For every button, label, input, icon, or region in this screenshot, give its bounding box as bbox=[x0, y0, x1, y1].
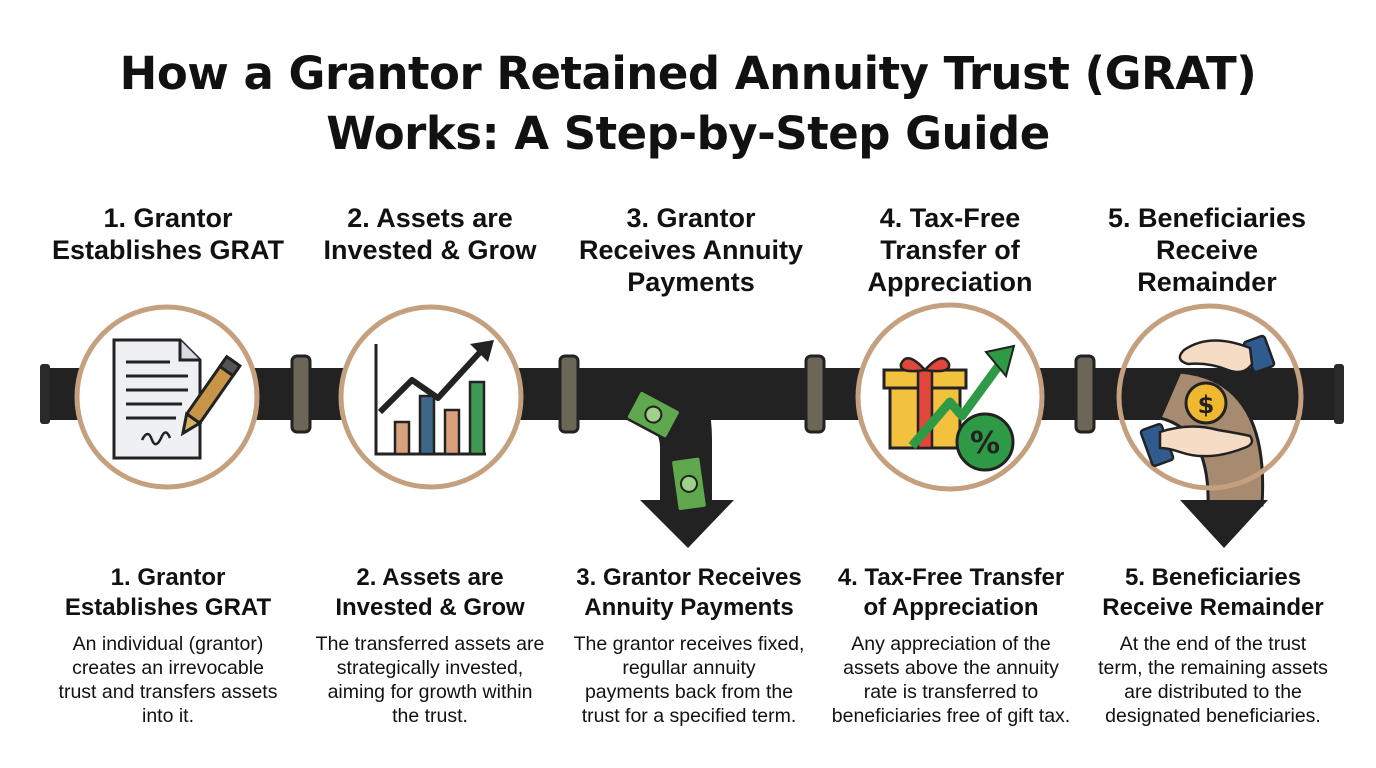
step-5-top-label: 5. Beneficiaries Receive Remainder bbox=[1107, 203, 1307, 297]
page-title: How a Grantor Retained Annuity Trust (GR… bbox=[0, 44, 1376, 164]
step-2-top-label: 2. Assets are Invested & Grow bbox=[323, 203, 537, 265]
hands-coin-icon: $ bbox=[1139, 334, 1276, 468]
step-3-description: The grantor receives fixed, regullar ann… bbox=[573, 633, 805, 727]
step-1-description: An individual (grantor) creates an irrev… bbox=[58, 633, 278, 727]
svg-text:%: % bbox=[970, 426, 1000, 461]
money-outflow-icon bbox=[625, 389, 709, 513]
growth-chart-icon bbox=[374, 340, 494, 456]
title-line-1: How a Grantor Retained Annuity Trust (GR… bbox=[119, 47, 1257, 100]
step-2-title: 2. Assets are Invested & Grow bbox=[335, 564, 525, 621]
step-3-top-label: 3. Grantor Receives Annuity Payments bbox=[578, 203, 804, 297]
pipe-couplings bbox=[290, 354, 1096, 434]
step-4-top-label: 4. Tax-Free Transfer of Appreciation bbox=[867, 203, 1033, 297]
svg-text:$: $ bbox=[1198, 391, 1215, 419]
gift-percent-icon: % bbox=[882, 344, 1016, 472]
step-3-title: 3. Grantor Receives Annuity Payments bbox=[576, 564, 802, 621]
step-2-description: The transferred assets are strategically… bbox=[315, 633, 545, 727]
step-5-title: 5. Beneficiaries Receive Remainder bbox=[1102, 564, 1324, 621]
step-5-description: At the end of the trust term, the remain… bbox=[1098, 633, 1328, 727]
document-pen-icon bbox=[112, 338, 242, 460]
step-4-title: 4. Tax-Free Transfer of Appreciation bbox=[837, 564, 1065, 621]
title-line-2: Works: A Step-by-Step Guide bbox=[326, 107, 1050, 160]
step-1-title: 1. Grantor Establishes GRAT bbox=[64, 564, 272, 621]
step-1-top-label: 1. Grantor Establishes GRAT bbox=[51, 203, 285, 265]
step-4-description: Any appreciation of the assets above the… bbox=[831, 633, 1071, 727]
